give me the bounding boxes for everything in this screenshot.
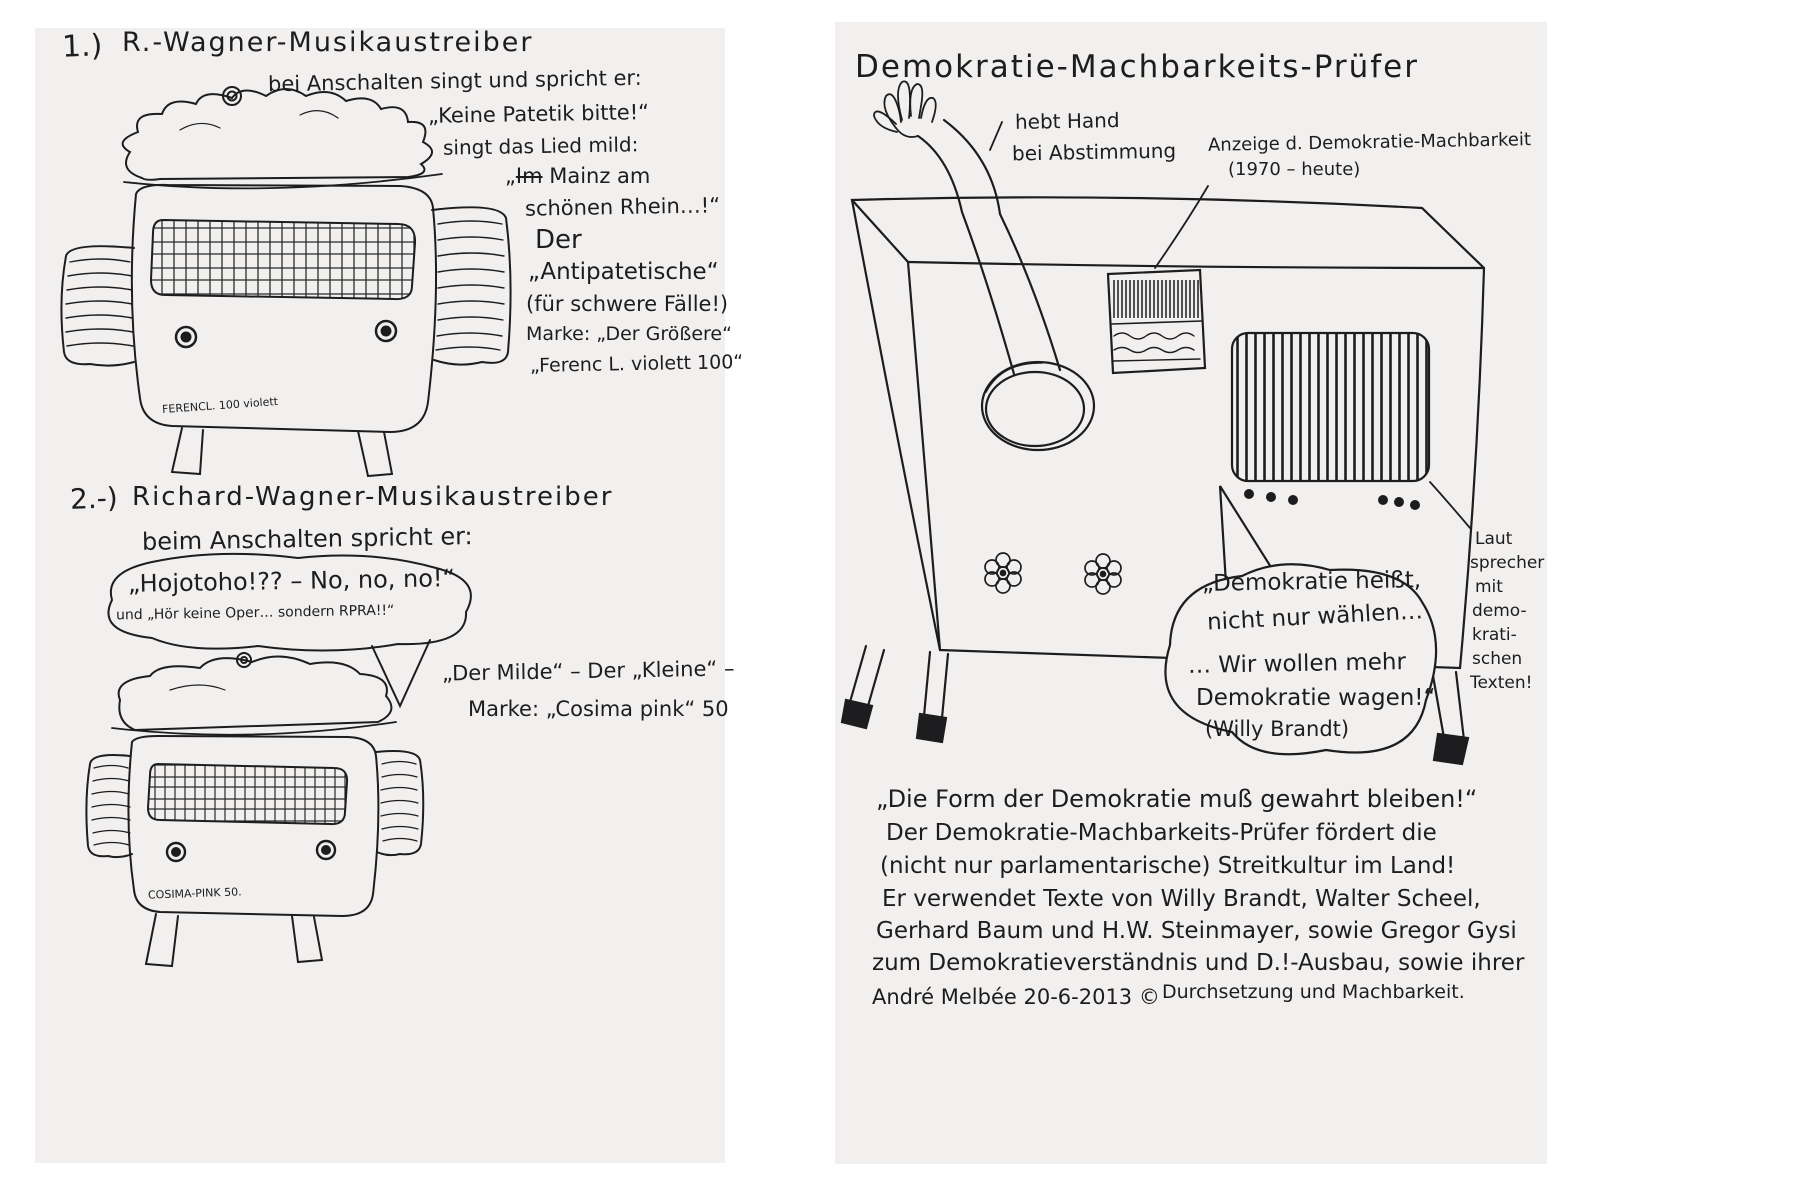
section2-note1: „Der Milde“ – Der „Kleine“ –: [441, 656, 735, 686]
paragraph-line3: (nicht nur parlamentarische) Streitkultu…: [880, 853, 1456, 879]
section1-note1: Der: [535, 225, 582, 255]
speaker-note-line1: Laut: [1475, 529, 1513, 549]
section2-bubble-line2: und „Hör keine Oper… sondern RPRA!!“: [115, 602, 395, 624]
paragraph-line6: zum Demokratieverständnis und D.!-Ausbau…: [872, 950, 1525, 976]
bubble-text-line1: „Demokratie heißt,: [1201, 567, 1422, 597]
radio-2-model-label: COSIMA-PINK 50.: [147, 885, 242, 902]
section1-quote2b: schönen Rhein…!“: [524, 193, 721, 221]
section2-bubble-line1: „Hojotoho!?? – No, no, no!“: [127, 564, 456, 598]
section2-title: Richard-Wagner-Musikaustreiber: [132, 482, 614, 512]
quote2-rest: Mainz am: [542, 164, 651, 188]
speaker-note-line6: schen: [1472, 649, 1523, 669]
section1-quote1: „Keine Patetik bitte!“: [427, 100, 650, 128]
paragraph-line7: Durchsetzung und Machbarkeit.: [1162, 981, 1465, 1003]
bubble-text-line2: nicht nur wählen…: [1206, 598, 1424, 636]
radio-1-model-label: FERENCL. 100 violett: [161, 394, 279, 417]
section1-quote2a: „Im Mainz am: [505, 164, 651, 188]
section1-note5: „Ferenc L. violett 100“: [529, 351, 744, 377]
section1-note3: (für schwere Fälle!): [526, 292, 729, 316]
section1-title: R.-Wagner-Musikaustreiber: [122, 27, 534, 58]
display-annotation-line2: (1970 – heute): [1228, 159, 1361, 180]
section1-line2: singt das Lied mild:: [442, 132, 639, 160]
hand-annotation-line1: hebt Hand: [1014, 108, 1120, 134]
right-page-title: Demokratie-Machbarkeits-Prüfer: [855, 49, 1419, 85]
speaker-note-line4: demo-: [1472, 601, 1527, 621]
section1-note4: Marke: „Der Größere“: [526, 323, 732, 345]
speaker-note-line7: Texten!: [1470, 673, 1533, 693]
section2-line1: beim Anschalten spricht er:: [141, 522, 473, 556]
bubble-text-line3: … Wir wollen mehr: [1187, 649, 1407, 679]
paragraph-line5: Gerhard Baum und H.W. Steinmayer, sowie …: [876, 918, 1517, 944]
speaker-note-line2: sprecher: [1470, 553, 1545, 573]
paragraph-line2: Der Demokratie-Machbarkeits-Prüfer förde…: [886, 820, 1437, 846]
section2-number: 2.-): [69, 481, 119, 516]
section1-number: 1.): [61, 28, 103, 65]
bubble-text-line5: (Willy Brandt): [1205, 717, 1350, 741]
artist-signature: André Melbée 20-6-2013 ©: [872, 985, 1160, 1009]
paragraph-line1: „Die Form der Demokratie muß gewahrt ble…: [876, 785, 1478, 813]
section1-line1: bei Anschalten singt und spricht er:: [267, 65, 642, 97]
section2-note2: Marke: „Cosima pink“ 50: [468, 697, 729, 721]
quote2-struck-word: Im: [515, 164, 543, 188]
speaker-note-line3: mit: [1475, 577, 1503, 597]
hand-annotation-line2: bei Abstimmung: [1011, 138, 1177, 166]
bubble-text-line4: Demokratie wagen!“: [1196, 685, 1436, 711]
section1-note2: „Antipatetische“: [528, 259, 719, 285]
paragraph-line4: Er verwendet Texte von Willy Brandt, Wal…: [882, 886, 1481, 912]
speaker-note-line5: krati-: [1472, 625, 1517, 645]
quote2-open: „: [505, 164, 516, 188]
display-annotation-line1: Anzeige d. Demokratie-Machbarkeit: [1207, 129, 1532, 156]
